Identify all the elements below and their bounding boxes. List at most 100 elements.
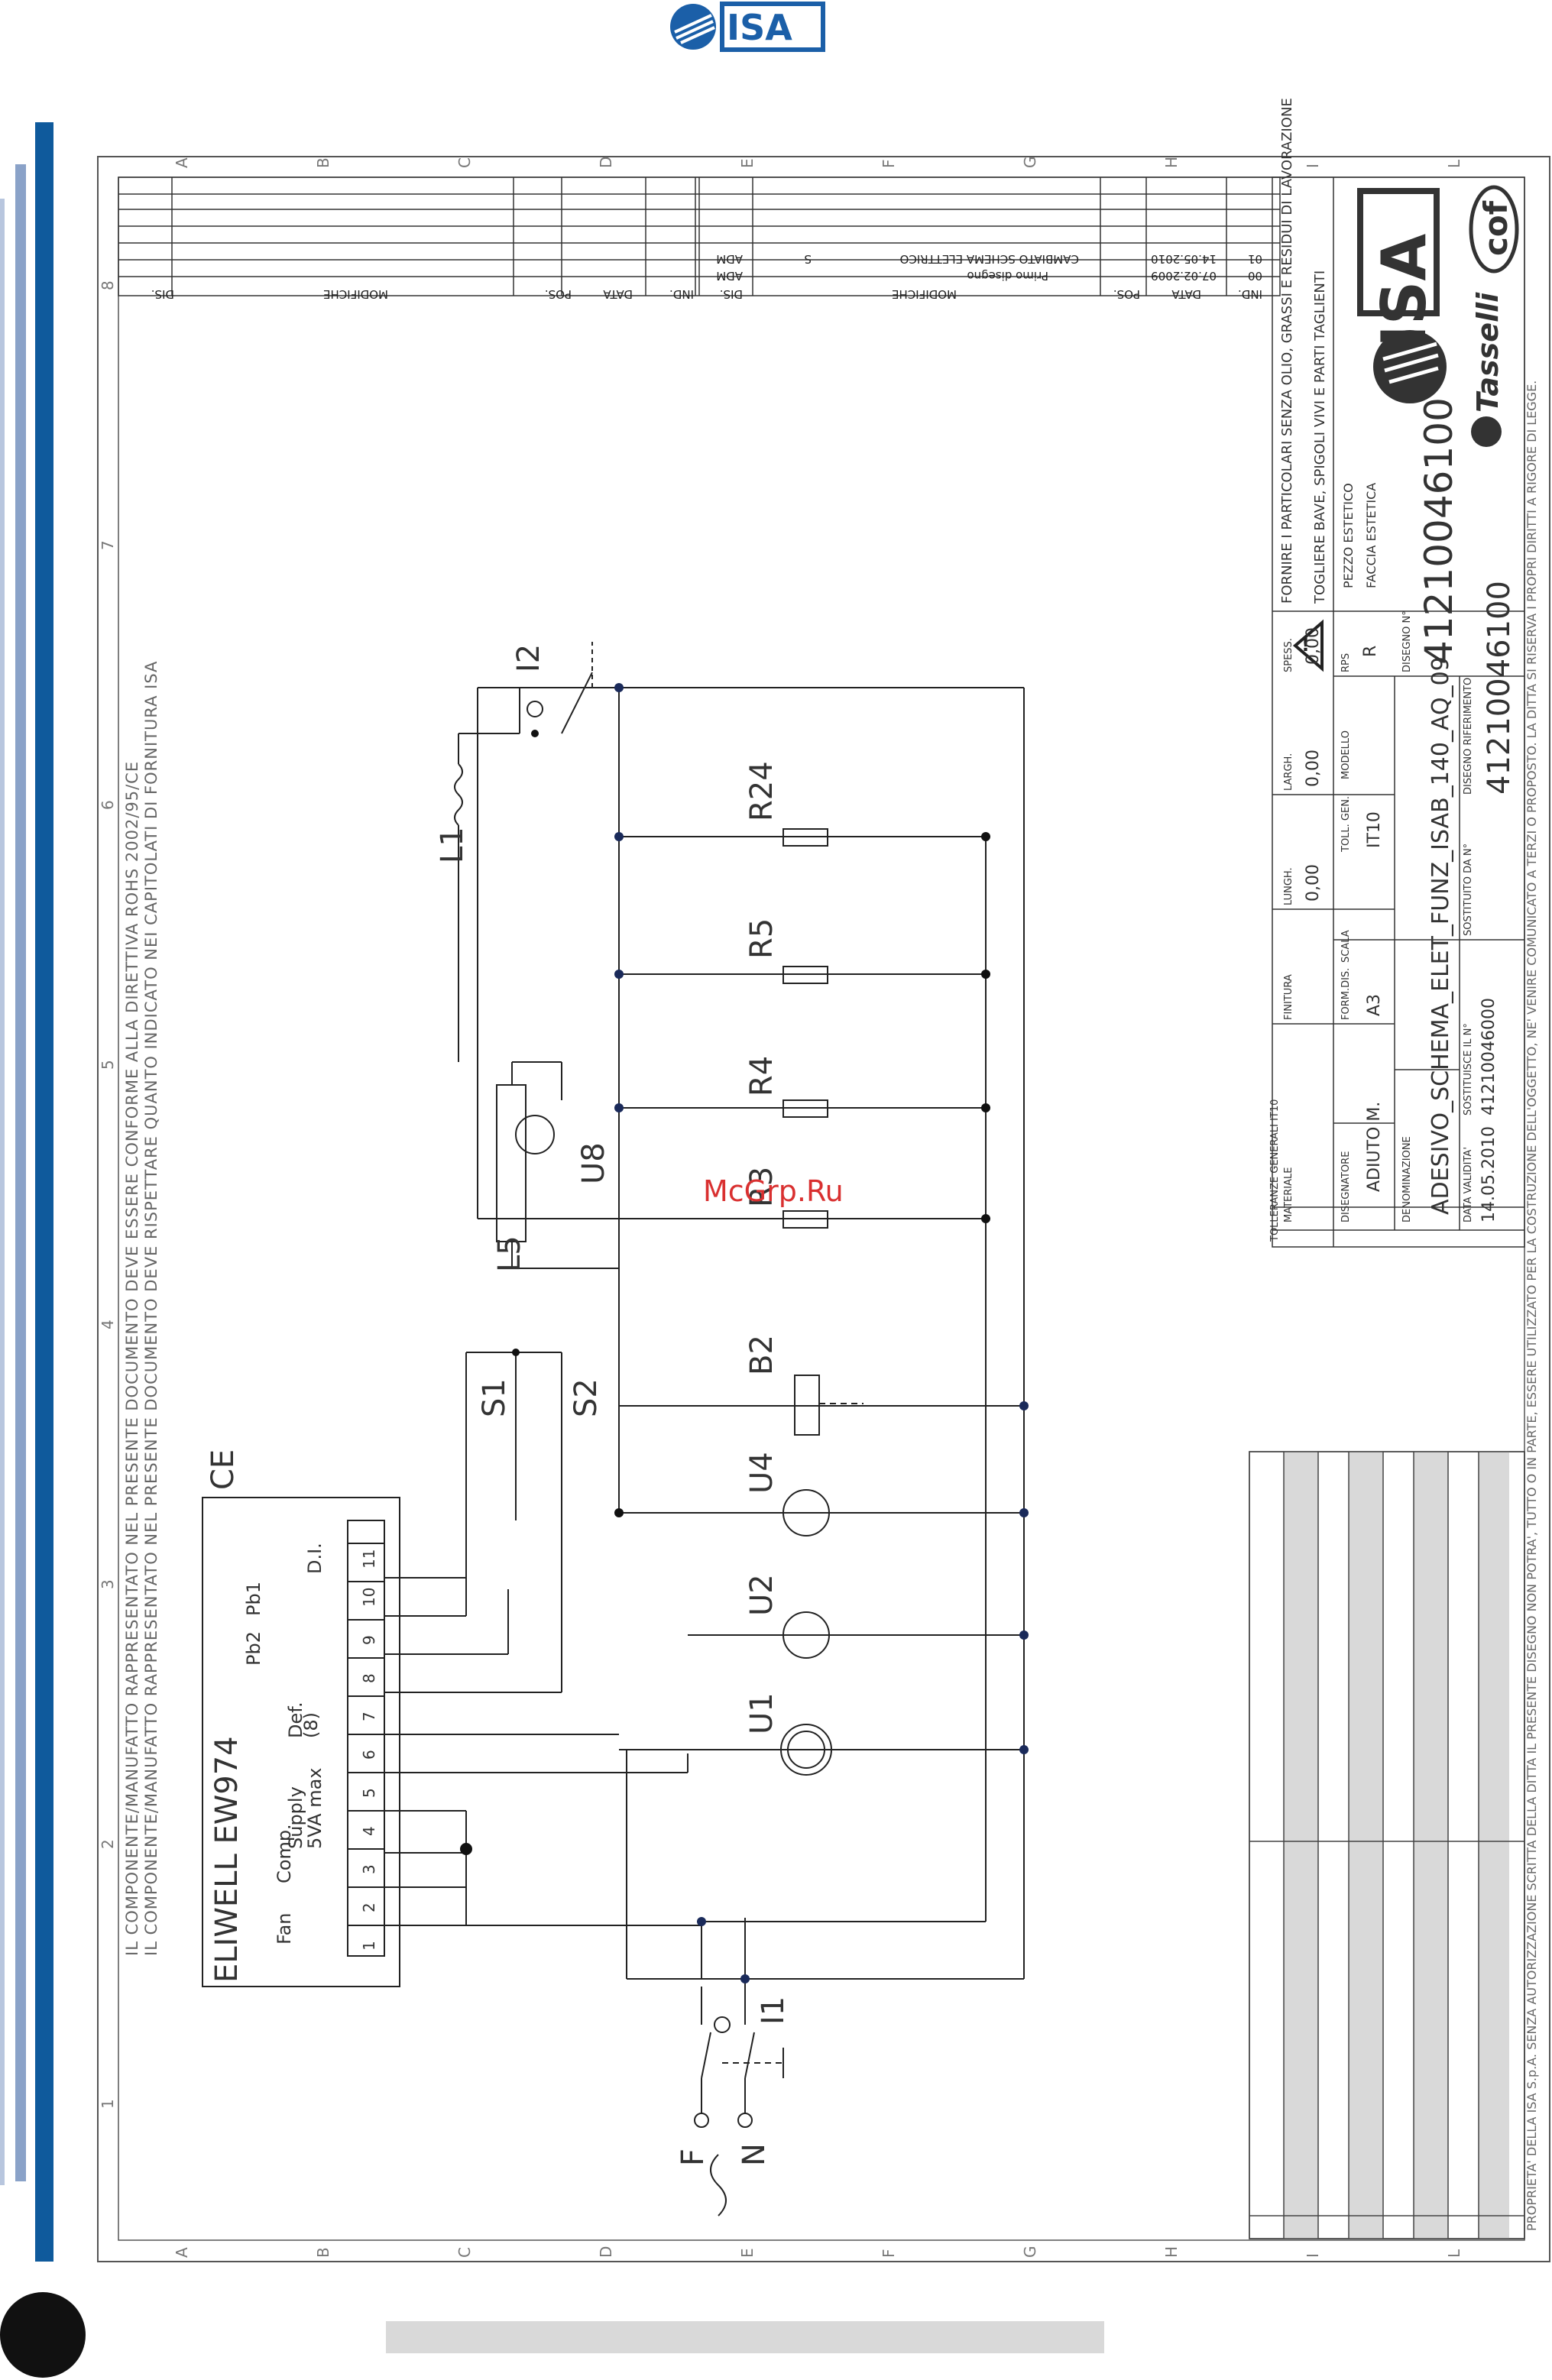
riferimento-label: DISEGNO RIFERIMENTO xyxy=(1463,678,1474,795)
frame-row-label: B xyxy=(314,157,332,168)
denominazione-value: ADESIVO_SCHEMA_ELET_FUNZ_ISAB_140_AQ_09 xyxy=(1427,656,1454,1215)
footer-bar xyxy=(386,2321,1104,2353)
frame-row-label: H xyxy=(1162,2246,1181,2258)
terminal-comp-label: Comp. xyxy=(274,1824,295,1883)
label-l5: L5 xyxy=(492,1235,527,1272)
page-marker xyxy=(0,2292,86,2378)
label-u2: U2 xyxy=(744,1574,779,1616)
isa-logo-icon: ISA xyxy=(1357,188,1447,403)
notes-grid xyxy=(1249,1451,1525,2239)
frame-col-label: 2 xyxy=(99,1839,117,1849)
note-line1: IL COMPONENTE/MANUFATTO RAPPRESENTATO NE… xyxy=(123,761,141,1956)
terminal-pb1-label: Pb1 xyxy=(243,1582,264,1616)
warning-icon: ! xyxy=(1292,619,1324,672)
pezzo-estetico: PEZZO ESTETICO xyxy=(1341,483,1356,588)
terminal-number: 7 xyxy=(360,1711,378,1721)
terminal-fan-label: Fan xyxy=(274,1912,295,1944)
label-r24: R24 xyxy=(744,761,779,821)
terminal-number: 1 xyxy=(360,1941,378,1951)
label-s1: S1 xyxy=(477,1378,512,1417)
warning-line1: FORNIRE I PARTICOLARI SENZA OLIO, GRASSI… xyxy=(1279,98,1295,604)
frame-col-label: 1 xyxy=(99,2099,117,2109)
frame-row-label: E xyxy=(738,158,757,168)
sostituisce-label: SOSTITUISCE IL N° xyxy=(1463,1023,1474,1116)
brand-logo: ISA xyxy=(670,2,825,52)
form-value: A3 xyxy=(1365,994,1384,1016)
disegnatore-label: DISEGNATORE xyxy=(1340,1151,1352,1222)
rev-header-ind: IND. xyxy=(1238,287,1262,301)
terminal-number: 2 xyxy=(360,1902,378,1912)
disegno-n-value: 41210046100 xyxy=(1417,397,1461,665)
rev-row0-ind: 00 xyxy=(1248,269,1262,283)
frame-col-label: 7 xyxy=(99,540,117,550)
rev-header-mod: MODIFICHE xyxy=(892,287,957,301)
label-i1: I1 xyxy=(756,1996,791,2025)
revision-text: IND. DATA POS. MODIFICHE DIS. 00 07.02.2… xyxy=(151,252,1262,301)
disegno-n-label: DISEGNO N° xyxy=(1401,610,1413,672)
label-i2: I2 xyxy=(511,644,546,672)
terminal-number: 10 xyxy=(360,1588,378,1607)
rev2-header-mod: MODIFICHE xyxy=(323,287,388,301)
terminal-block xyxy=(347,1520,385,1957)
rev-row0-mod: Primo disegno xyxy=(967,269,1048,283)
frame-col-label: 3 xyxy=(99,1579,117,1589)
terminal-di-label: D.I. xyxy=(304,1543,326,1574)
rev-header-pos: POS. xyxy=(1113,287,1140,301)
title-block xyxy=(1272,176,1525,1248)
faccia-estetica: FACCIA ESTETICA xyxy=(1364,483,1379,588)
rev-row0-data: 07.02.2009 xyxy=(1151,269,1217,283)
frame-row-label: L xyxy=(1445,2249,1463,2258)
toll-label: TOLL. GEN. xyxy=(1340,796,1352,853)
side-stripe-mid xyxy=(15,164,26,2181)
rev-row1-mod: CAMBIATO SCHEMA ELETTRICO xyxy=(900,252,1079,266)
rev2-header-pos: POS. xyxy=(545,287,572,301)
isa-logo-text: ISA xyxy=(1369,234,1440,348)
watermark-text: McGrp.Ru xyxy=(703,1174,844,1208)
frame-row-label: B xyxy=(314,2247,332,2258)
scala-label: SCALA xyxy=(1340,930,1352,963)
rev-row0-dis: ADM xyxy=(716,269,743,283)
side-stripe-blue xyxy=(35,122,53,2262)
terminal-def-label: Def. xyxy=(285,1702,306,1738)
label-l1: L1 xyxy=(435,827,470,863)
note-line2: IL COMPONENTE/MANUFATTO RAPPRESENTATO NE… xyxy=(142,661,160,1956)
frame-row-label: G xyxy=(1021,157,1039,169)
label-r5: R5 xyxy=(744,918,779,959)
spess-label: SPESS. xyxy=(1283,638,1294,672)
controller-box xyxy=(202,1497,400,1987)
terminal-labels: Fan Comp. Supply 5VA max Def. (8) Pb2 Pb… xyxy=(243,1543,326,1944)
revision-table xyxy=(118,176,1281,296)
largh-value: 0,00 xyxy=(1304,750,1323,787)
input-f-label: F xyxy=(676,2148,711,2166)
rev-row1-ind: 01 xyxy=(1248,252,1262,266)
title-block-text: FORNIRE I PARTICOLARI SENZA OLIO, GRASSI… xyxy=(1269,98,1539,2231)
controller-label: ELIWELL EW974 xyxy=(209,1736,245,1983)
label-r4: R4 xyxy=(744,1056,779,1096)
brand-logo-text: ISA xyxy=(727,7,792,48)
terminal-number: 6 xyxy=(360,1750,378,1760)
frame-col-label: 8 xyxy=(99,280,117,290)
label-b2: B2 xyxy=(744,1335,779,1375)
frame-col-label: 4 xyxy=(99,1320,117,1329)
label-u4: U4 xyxy=(744,1452,779,1494)
frame-row-label: I xyxy=(1304,2253,1322,2258)
schematic xyxy=(202,642,1025,2216)
toll-value: IT10 xyxy=(1365,811,1384,848)
largh-label: LARGH. xyxy=(1283,753,1294,791)
tasselli-logo-text: Tasselli xyxy=(1471,292,1505,413)
rev-row1-data: 14.05.2010 xyxy=(1151,252,1217,266)
cof-logo: cof xyxy=(1469,185,1519,274)
cof-logo-text: cof xyxy=(1477,200,1515,256)
terminal-number: 11 xyxy=(360,1549,378,1569)
label-u1: U1 xyxy=(744,1692,779,1734)
frame-row-label: C xyxy=(455,157,474,168)
tasselli-logo: Tasselli xyxy=(1471,292,1505,447)
terminal-def-sub: (8) xyxy=(300,1712,322,1738)
rev2-header-data: DATA xyxy=(603,287,633,301)
modello-label: MODELLO xyxy=(1340,730,1352,779)
component-labels: ELIWELL EW974 CE F N I1 U1 U2 U4 B2 S1 S… xyxy=(206,644,791,2166)
data-label: DATA VALIDITA' xyxy=(1463,1147,1474,1222)
